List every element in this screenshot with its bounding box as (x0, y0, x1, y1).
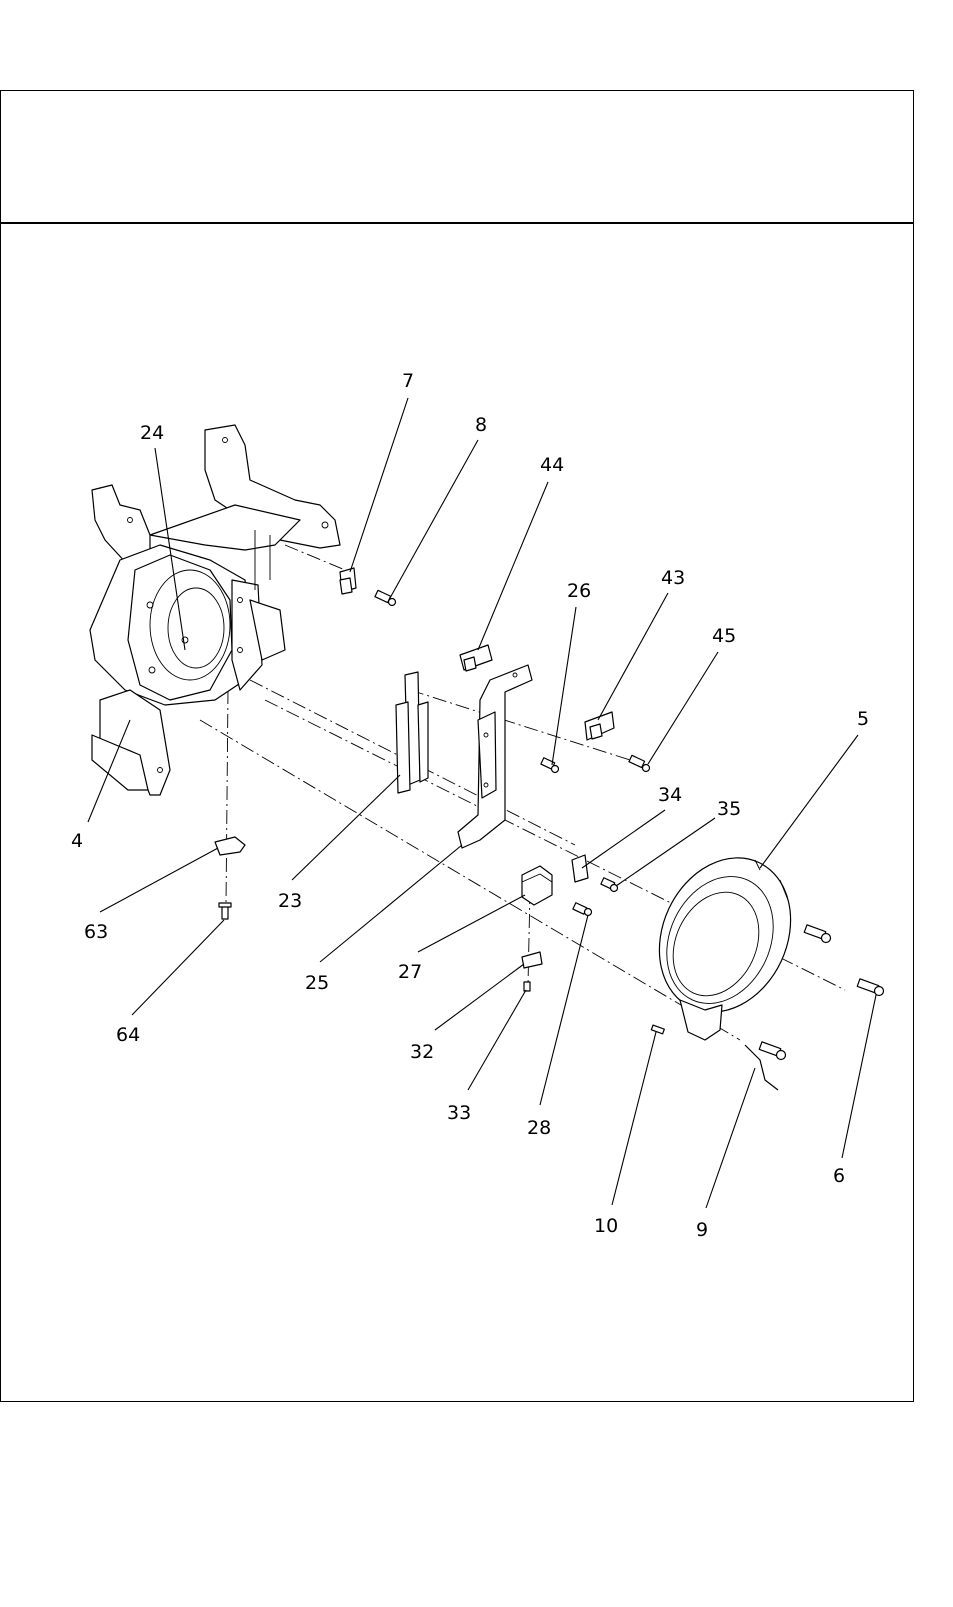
part-23-rail (396, 672, 428, 793)
part-32-clip (522, 952, 542, 968)
callout-4: 4 (71, 830, 83, 852)
callout-24: 24 (140, 422, 164, 444)
part-27-block (522, 866, 552, 905)
part-5-round-housing (635, 836, 815, 1040)
callout-labels: 7 8 24 44 43 26 45 5 34 35 4 23 63 27 25… (71, 370, 869, 1241)
callout-8: 8 (475, 414, 487, 436)
callout-6: 6 (833, 1165, 845, 1187)
callout-9: 9 (696, 1219, 708, 1241)
part-7-bracket (340, 568, 356, 594)
part-26-screw (541, 758, 559, 773)
callout-45: 45 (712, 625, 736, 647)
part-35-screw (601, 878, 618, 892)
callout-44: 44 (540, 454, 564, 476)
part-28-screw (573, 903, 592, 916)
callout-27: 27 (398, 961, 422, 983)
callout-23: 23 (278, 890, 302, 912)
callout-64: 64 (116, 1024, 140, 1046)
callout-28: 28 (527, 1117, 551, 1139)
callout-25: 25 (305, 972, 329, 994)
part-25-bracket (458, 665, 532, 848)
part-4-frame-housing (90, 425, 340, 795)
callout-26: 26 (567, 580, 591, 602)
part-63-plate (215, 837, 245, 855)
part-10-pin (651, 1025, 664, 1034)
part-34-bracket (572, 855, 588, 882)
part-64-screw (219, 903, 231, 919)
callout-10: 10 (594, 1215, 618, 1237)
part-44-clip (460, 645, 492, 671)
callout-5: 5 (857, 708, 869, 730)
callout-33: 33 (447, 1102, 471, 1124)
callout-35: 35 (717, 798, 741, 820)
part-45-screw (629, 755, 650, 771)
callout-43: 43 (661, 567, 685, 589)
callout-7: 7 (402, 370, 414, 392)
callout-63: 63 (84, 921, 108, 943)
callout-32: 32 (410, 1041, 434, 1063)
part-33-screw (524, 982, 530, 991)
callout-34: 34 (658, 784, 682, 806)
